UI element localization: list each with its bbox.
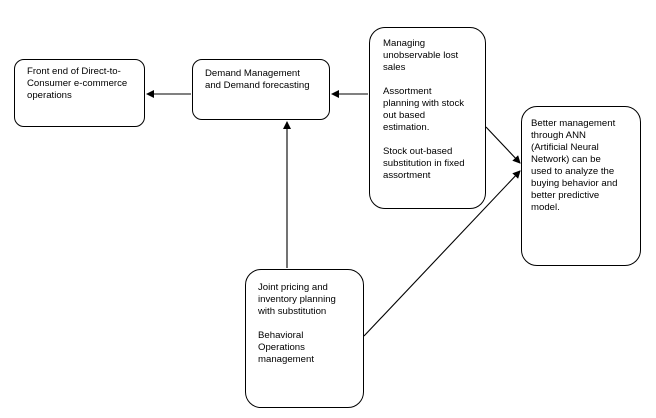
node-joint-para-2: Behavioral Operations management bbox=[258, 330, 314, 365]
arrow-managing-to-ann bbox=[485, 126, 521, 164]
node-front-end-operations: Front end of Direct-to- Consumer e-comme… bbox=[14, 59, 145, 127]
arrow-joint-to-ann bbox=[363, 170, 521, 337]
node-joint-para-1: Joint pricing and inventory planning wit… bbox=[258, 282, 336, 317]
node-front-end-line-3: operations bbox=[27, 90, 72, 101]
node-demand-line-1: Demand Management bbox=[205, 68, 300, 79]
node-joint-pricing: Joint pricing and inventory planning wit… bbox=[245, 269, 364, 408]
node-front-end-line-1: Front end of Direct-to- bbox=[27, 66, 121, 77]
node-managing-para-1: Managing unobservable lost sales bbox=[383, 38, 459, 73]
node-managing-para-3: Stock out-based substitution in fixed as… bbox=[383, 146, 465, 181]
node-managing-para-2: Assortment planning with stock out based… bbox=[383, 86, 465, 133]
node-demand-line-2: and Demand forecasting bbox=[205, 80, 310, 91]
node-front-end-line-2: Consumer e-commerce bbox=[27, 78, 128, 89]
node-demand-management: Demand Management and Demand forecasting bbox=[192, 59, 330, 120]
node-managing-lost-sales: Managing unobservable lost sales Assortm… bbox=[369, 27, 486, 209]
node-ann-text: Better management through ANN (Artificia… bbox=[531, 118, 618, 213]
node-ann-management: Better management through ANN (Artificia… bbox=[521, 106, 641, 266]
